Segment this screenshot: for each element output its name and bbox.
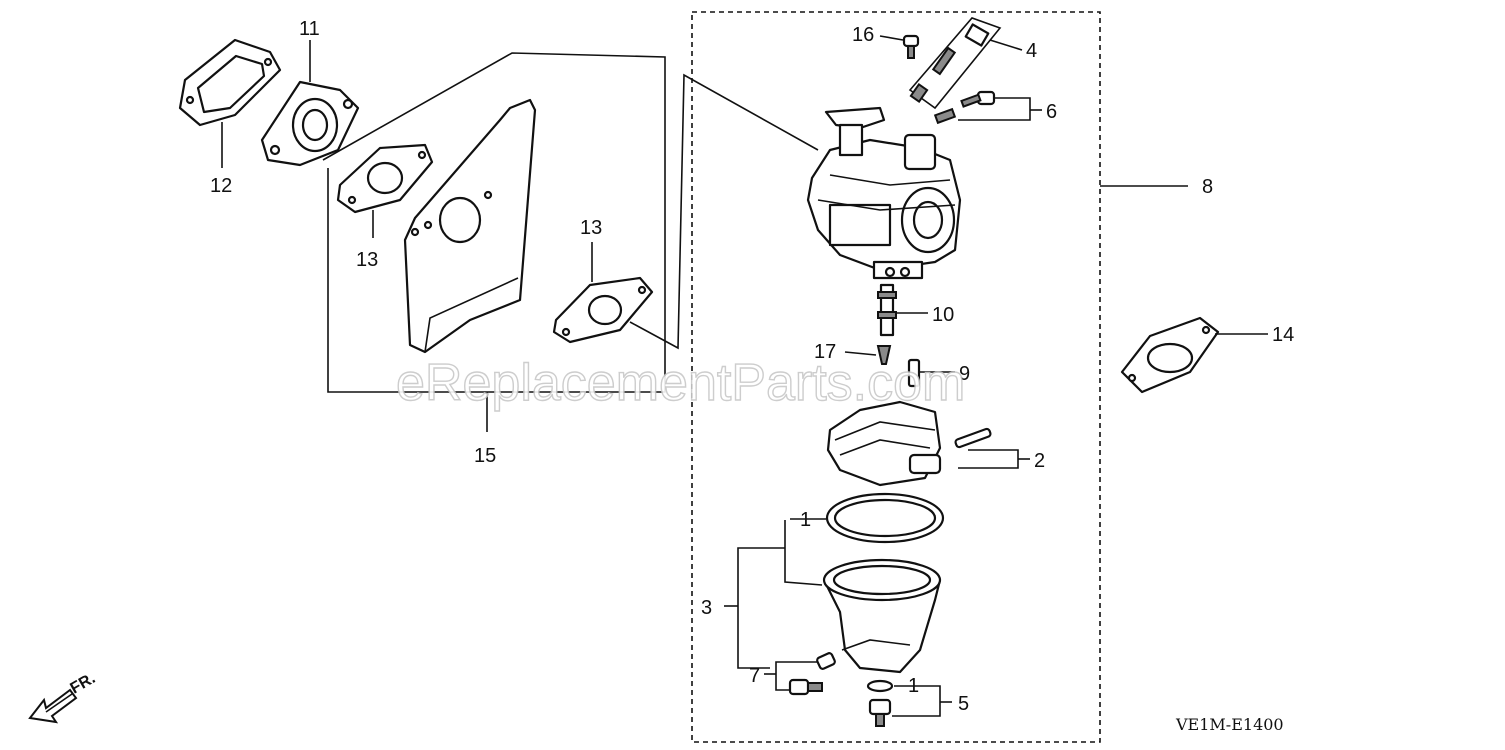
part-12-gasket[interactable] xyxy=(178,38,282,127)
callout-10: 10 xyxy=(932,304,954,326)
part-13-gasket-left[interactable] xyxy=(336,143,434,214)
callout-17: 17 xyxy=(814,341,836,363)
float[interactable] xyxy=(826,400,942,487)
part-1-o-ring[interactable] xyxy=(825,492,945,544)
diagram-code: VE1M-E1400 xyxy=(1175,715,1284,734)
leader-to-carburetor xyxy=(629,73,819,350)
float-chamber-bowl[interactable] xyxy=(822,558,942,674)
part-14-gasket[interactable] xyxy=(1120,316,1220,394)
front-direction-arrow-icon xyxy=(28,688,78,724)
part-9-float-valve[interactable] xyxy=(907,358,921,388)
callout-3: 3 xyxy=(701,597,712,619)
callout-13-right: 13 xyxy=(580,217,602,239)
leader-7 xyxy=(775,661,818,691)
callout-14: 14 xyxy=(1272,324,1294,346)
callout-5: 5 xyxy=(958,693,969,715)
part-15-heat-shield[interactable] xyxy=(403,98,537,354)
leader-3 xyxy=(737,547,785,669)
callout-16: 16 xyxy=(852,24,874,46)
leader-16 xyxy=(879,35,904,41)
leader-2 xyxy=(958,449,1019,469)
leader-3-branch xyxy=(784,520,823,586)
part-7-drain-screw[interactable] xyxy=(788,652,836,696)
part-5-bolt-washer[interactable] xyxy=(866,679,894,727)
part-16-screw[interactable] xyxy=(902,34,920,59)
callout-1-upper: 1 xyxy=(800,509,811,531)
part-13-gasket-right[interactable] xyxy=(552,276,654,344)
watermark-text: eReplacementParts.com xyxy=(396,354,965,412)
carburetor-assembly-box xyxy=(691,11,1101,743)
callout-12: 12 xyxy=(210,175,232,197)
part-2-float-pin[interactable] xyxy=(954,427,992,449)
leader-4 xyxy=(989,39,1023,51)
part-17-jet-tip[interactable] xyxy=(876,345,892,365)
carburetor-body[interactable] xyxy=(806,106,962,280)
callout-13-left: 13 xyxy=(356,249,378,271)
callout-1-lower: 1 xyxy=(908,675,919,697)
part-10-main-jet[interactable] xyxy=(877,283,897,337)
callout-11: 11 xyxy=(299,18,320,40)
callout-9: 9 xyxy=(959,363,970,385)
leader-17 xyxy=(844,351,877,356)
callout-4: 4 xyxy=(1026,40,1037,62)
leader-5 xyxy=(892,685,941,717)
part-6-screws[interactable] xyxy=(933,90,996,125)
part-11-insulator[interactable] xyxy=(260,80,360,167)
callout-6: 6 xyxy=(1046,101,1057,123)
part-4-pilot-screw-set[interactable] xyxy=(908,17,1002,110)
callout-8: 8 xyxy=(1202,176,1213,198)
callout-15: 15 xyxy=(474,445,496,467)
callout-2: 2 xyxy=(1034,450,1045,472)
group-outline-15 xyxy=(322,52,666,393)
leader-6 xyxy=(958,97,1031,121)
callout-7: 7 xyxy=(749,665,760,687)
